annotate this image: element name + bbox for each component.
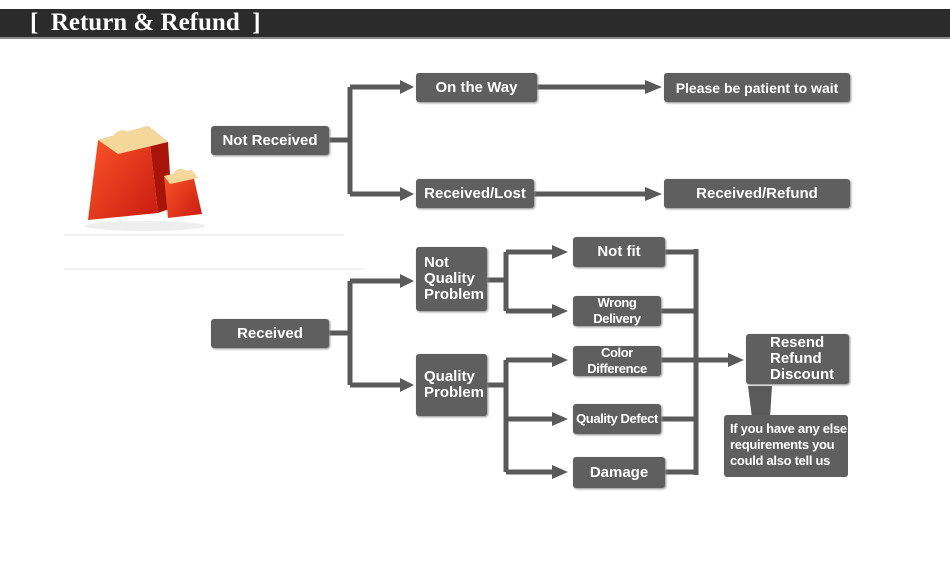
node-quality-problem: Quality Problem [416, 354, 487, 416]
node-received-refund: Received/Refund [664, 179, 850, 208]
node-quality-defect: Quality Defect [573, 404, 661, 434]
node-damage: Damage [573, 457, 665, 488]
node-not-quality-problem: Not Quality Problem [416, 247, 487, 311]
header-bar: [ Return & Refund ] [0, 9, 950, 39]
node-not-received: Not Received [211, 126, 329, 155]
page-title: [ Return & Refund ] [30, 9, 261, 36]
node-on-the-way: On the Way [416, 73, 537, 102]
node-received-lost: Received/Lost [416, 179, 534, 208]
node-resend-refund-discount: Resend Refund Discount [746, 334, 849, 384]
node-received: Received [211, 319, 329, 348]
node-color-difference: Color Difference [573, 345, 661, 376]
node-wrong-delivery: Wrong Delivery [573, 295, 661, 326]
note-callout: If you have any else requirements you co… [724, 415, 848, 477]
node-not-fit: Not fit [573, 237, 665, 267]
divider [64, 268, 364, 270]
divider [64, 234, 344, 236]
shopping-bags-icon [85, 126, 205, 231]
node-please-wait: Please be patient to wait [664, 73, 850, 102]
